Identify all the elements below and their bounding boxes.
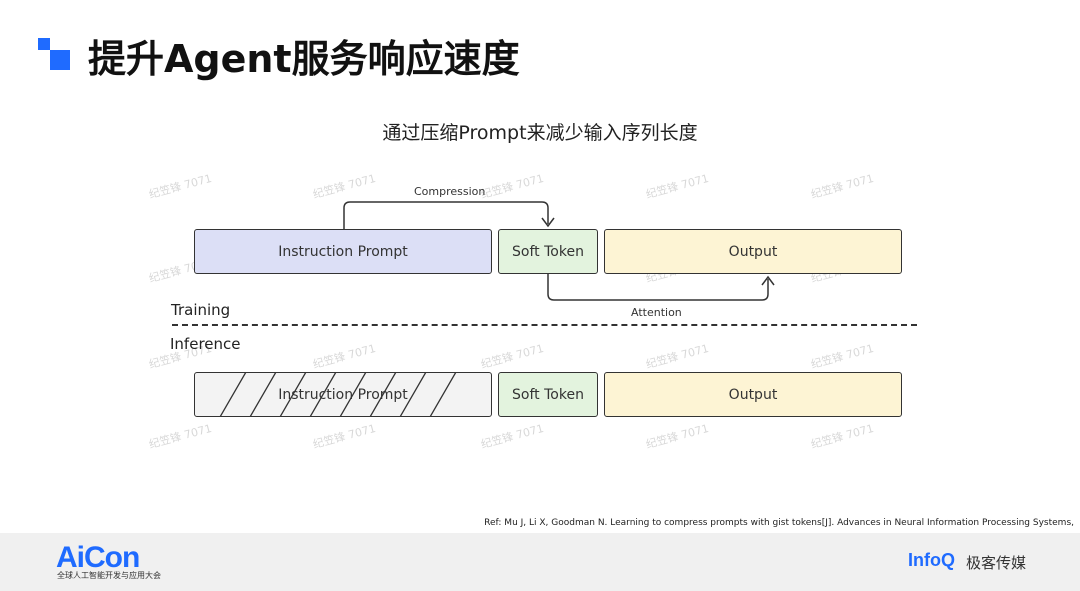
attention-label: Attention (631, 306, 682, 319)
training-output-block: Output (604, 229, 902, 274)
diagram-title: 通过压缩Prompt来减少输入序列长度 (382, 122, 698, 144)
inference-output-block: Output (604, 372, 902, 417)
compression-arrow (343, 201, 549, 229)
training-soft-token-block: Soft Token (498, 229, 598, 274)
training-instruction-prompt-block: Instruction Prompt (194, 229, 492, 274)
block-label: Instruction Prompt (278, 243, 408, 260)
slide-logo-mark (38, 38, 70, 70)
aicon-logo: AiCon (56, 541, 140, 574)
aicon-subtitle: 全球人工智能开发与应用大会 (57, 571, 161, 580)
logo-square-large (50, 50, 70, 70)
reference-citation: Ref: Mu J, Li X, Goodman N. Learning to … (484, 518, 1074, 528)
partner-name: 极客传媒 (966, 554, 1027, 572)
training-label: Training (171, 301, 231, 319)
inference-label: Inference (170, 335, 241, 353)
attention-arrow (547, 274, 769, 301)
compression-arrowhead (541, 217, 555, 228)
block-label: Soft Token (512, 243, 584, 260)
inference-instruction-prompt-block: Instruction Prompt (194, 372, 492, 417)
compression-label: Compression (414, 185, 486, 198)
inference-soft-token-block: Soft Token (498, 372, 598, 417)
attention-arrowhead (761, 275, 775, 286)
page-title: 提升Agent服务响应速度 (88, 37, 520, 81)
train-inference-divider (172, 324, 917, 326)
block-label: Output (728, 243, 778, 260)
footer-bar: AiCon 全球人工智能开发与应用大会 InfoQ 极客传媒 (0, 533, 1080, 591)
block-label: Output (728, 386, 778, 403)
block-label: Soft Token (512, 386, 584, 403)
block-label: Instruction Prompt (278, 386, 408, 403)
infoq-logo: InfoQ (908, 550, 955, 570)
hatch-pattern (219, 373, 457, 416)
logo-square-small (38, 38, 50, 50)
